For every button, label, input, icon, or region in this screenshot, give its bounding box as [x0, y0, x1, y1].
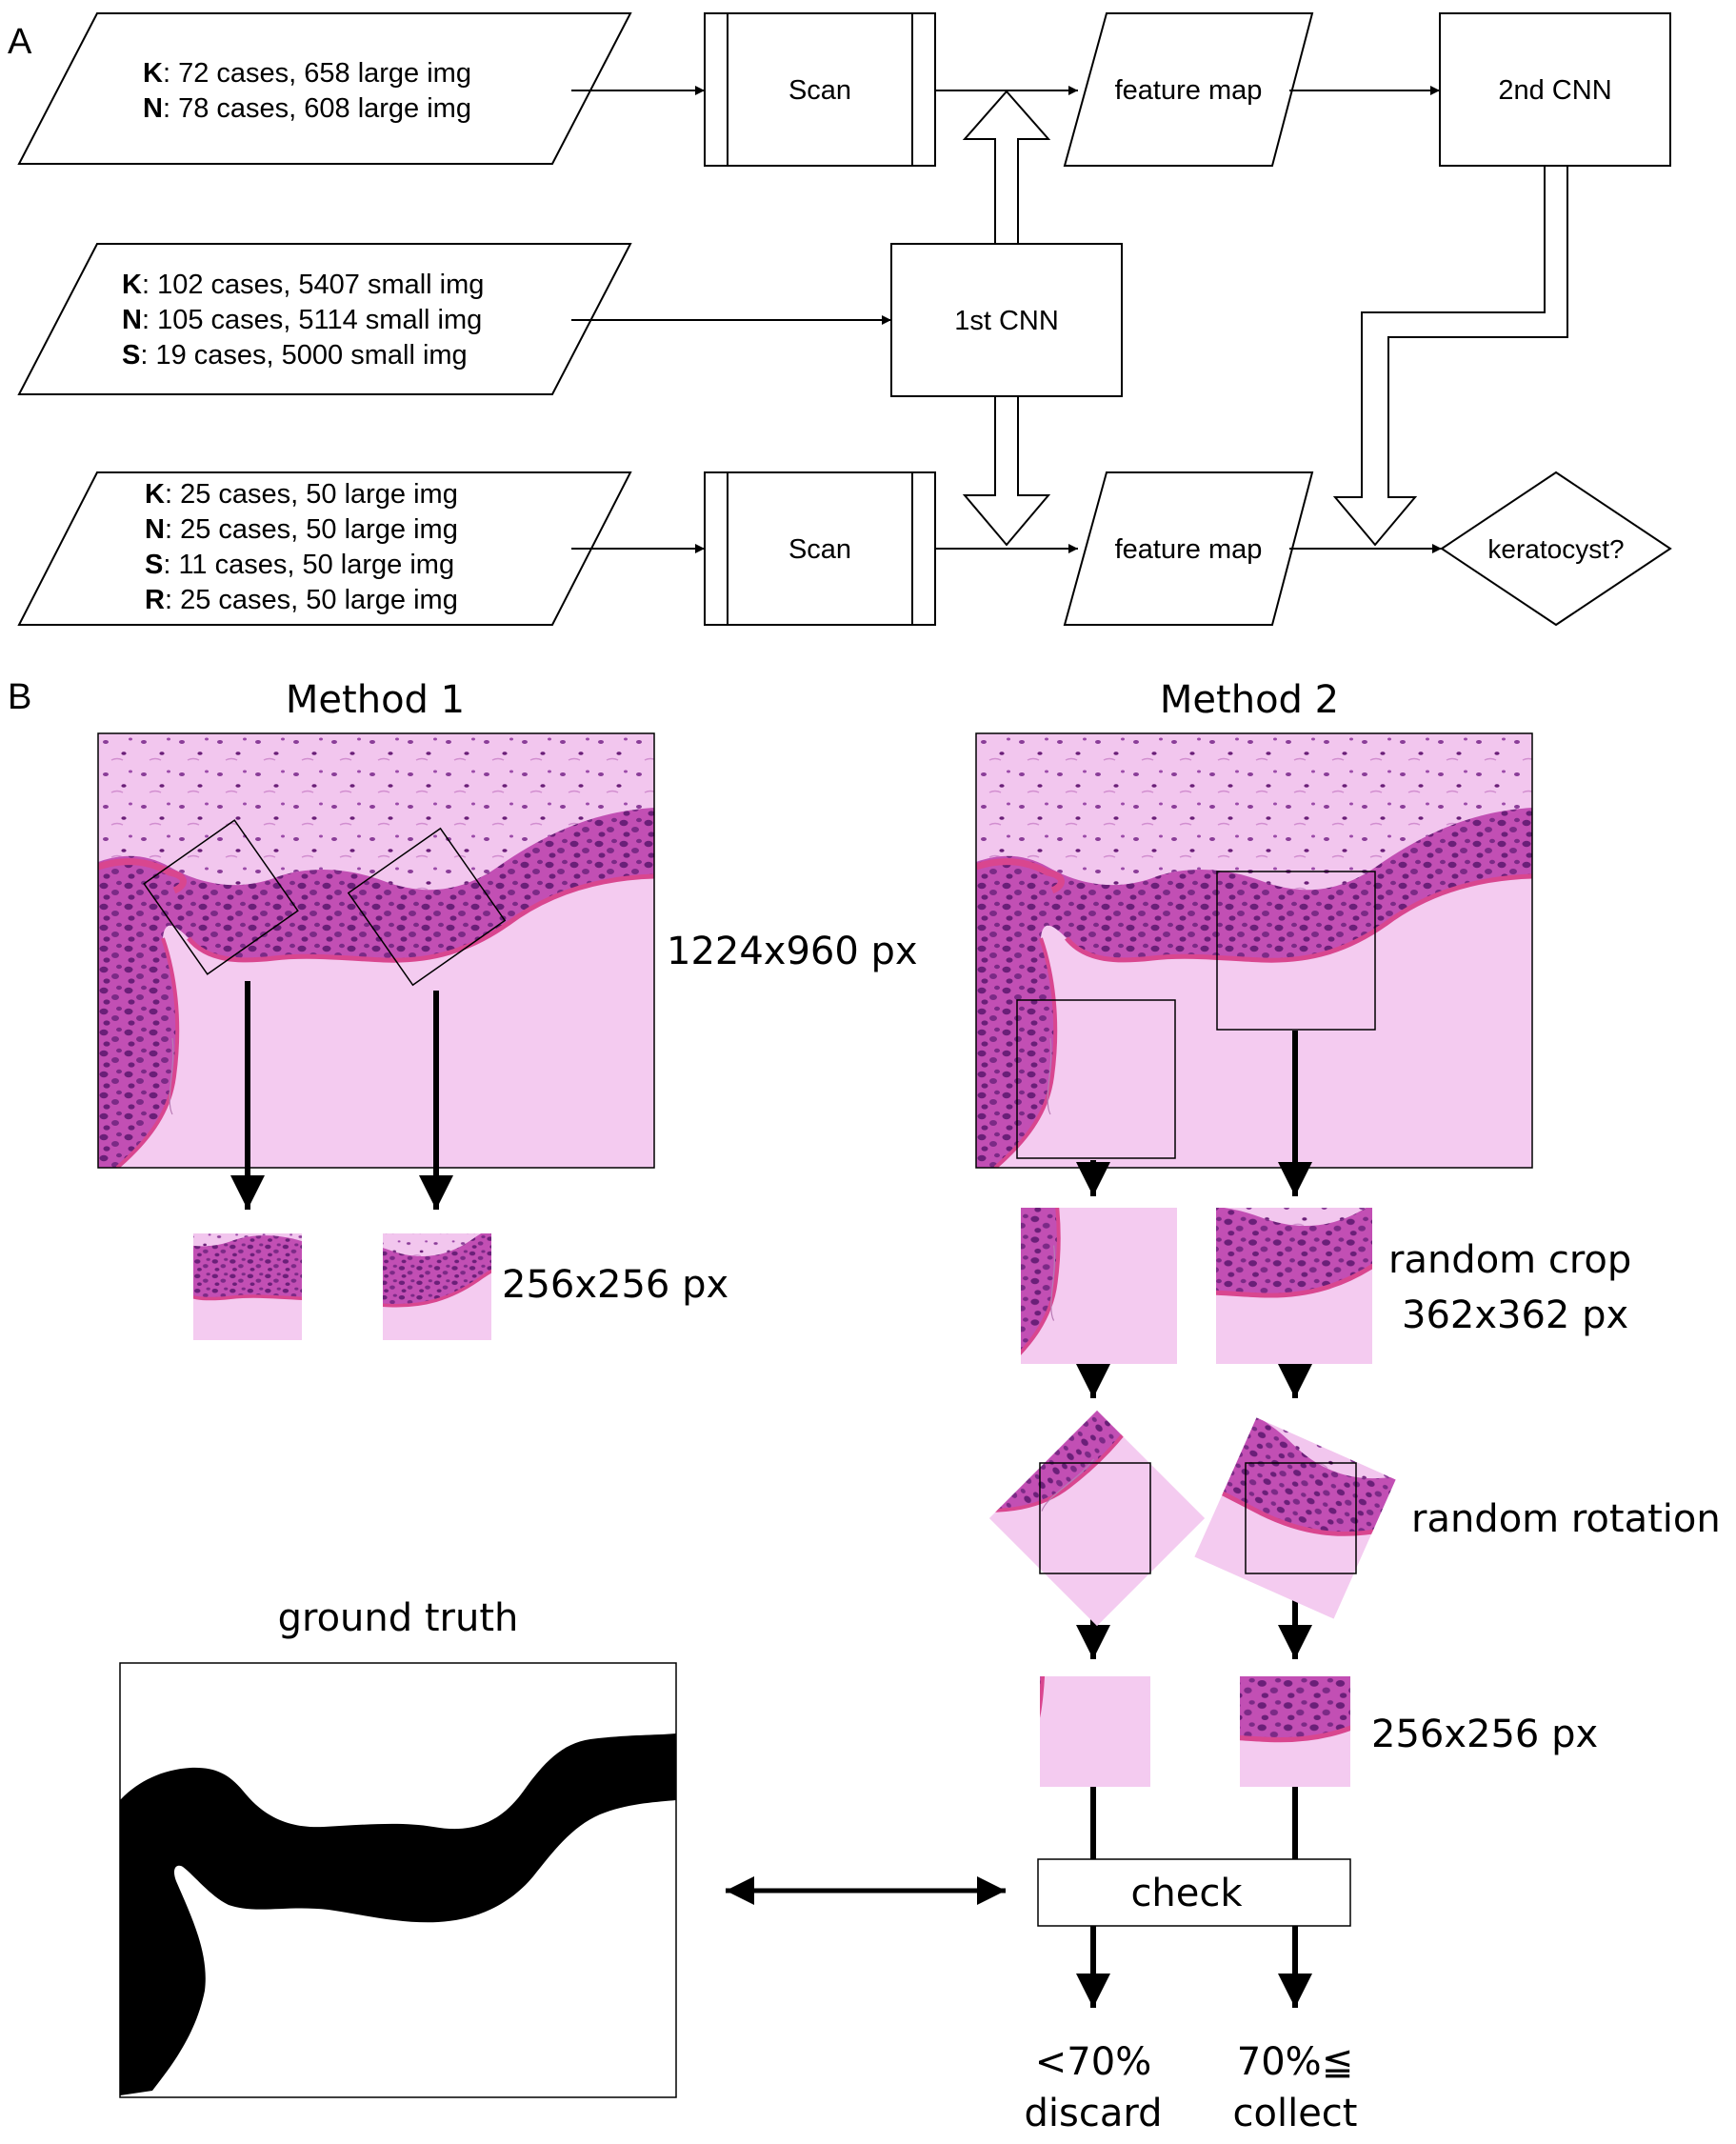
block-arrow-up: [962, 90, 1051, 245]
input-3-detail-3: : 11 cases, 50 large img: [163, 550, 454, 580]
small-size-label-m1: 256x256 px: [502, 1263, 728, 1307]
check-label: check: [1130, 1872, 1243, 1915]
cnn-2-box: [1439, 12, 1671, 167]
input-parallelogram-2: [17, 243, 632, 395]
rotation-inner-box-right: [1245, 1462, 1357, 1574]
method-2-histology-image: [975, 732, 1533, 1169]
input-3-detail-4: : 25 cases, 50 large img: [165, 585, 458, 615]
rotation-inner-box-left: [1039, 1462, 1151, 1574]
input-3-key-4: R: [145, 585, 165, 615]
input-1-key-1: K: [143, 58, 163, 89]
check-output-arrows: [1076, 1926, 1312, 2008]
scan-bottom-label: Scan: [788, 534, 851, 565]
method-2-crop-box-left: [1016, 999, 1176, 1159]
panel-a-label: A: [8, 22, 32, 62]
random-rotation-label: random rotation: [1411, 1497, 1721, 1541]
scan-box-bottom: Scan: [704, 471, 936, 626]
discard-label: discard: [1025, 2092, 1163, 2135]
method-2-title: Method 2: [1160, 678, 1339, 722]
input-2-key-1: K: [122, 270, 142, 300]
random-crop-label: random crop: [1388, 1238, 1631, 1282]
crop-size-label: 362x362 px: [1402, 1293, 1628, 1337]
method-1-patch-box-left: [143, 819, 299, 975]
cnn-1-box: [890, 243, 1123, 397]
collect-label: collect: [1233, 2092, 1358, 2135]
block-arrow-elbow: [1332, 165, 1568, 547]
scan-box-top: Scan: [704, 12, 936, 167]
method-2-arrows: [1076, 1031, 1312, 1659]
input-3-key-1: K: [145, 479, 165, 510]
ground-truth-mask: [119, 1662, 677, 2098]
block-arrow-down: [962, 395, 1051, 547]
input-2-key-3: S: [122, 340, 140, 371]
discard-threshold: <70%: [1035, 2040, 1151, 2084]
input-3-key-2: N: [145, 514, 165, 545]
feature-map-bottom-label: feature map: [1115, 534, 1263, 565]
decision-label: keratocyst?: [1487, 534, 1624, 564]
panel-b-label: B: [8, 677, 31, 717]
method-2-crop-box-right: [1216, 871, 1376, 1031]
input-2-detail-2: : 105 cases, 5114 small img: [142, 305, 482, 335]
method-1-histology-image: [97, 732, 655, 1169]
input-parallelogram-3: [17, 471, 632, 626]
input-3-key-3: S: [145, 550, 163, 580]
cnn-1-label: 1st CNN: [954, 306, 1059, 336]
method-1-arrows: [230, 981, 453, 1210]
input-2-key-2: N: [122, 305, 142, 335]
large-size-label: 1224x960 px: [667, 930, 918, 973]
decision-diamond: [1440, 471, 1672, 627]
feature-map-top: [1063, 12, 1314, 167]
method-1-title: Method 1: [286, 678, 465, 722]
ground-truth-title: ground truth: [278, 1596, 519, 1640]
input-3-detail-2: : 25 cases, 50 large img: [165, 514, 458, 545]
input-3-detail-1: : 25 cases, 50 large img: [165, 479, 458, 510]
input-2-detail-1: : 102 cases, 5407 small img: [142, 270, 484, 300]
feature-map-bottom: [1063, 471, 1314, 626]
check-box: [1037, 1858, 1351, 1927]
input-1-detail-2: : 78 cases, 608 large img: [163, 93, 471, 124]
method-1-patch-box-right: [347, 827, 507, 987]
input-1-detail-1: : 72 cases, 658 large img: [163, 58, 471, 89]
collect-threshold: 70%≦: [1237, 2040, 1353, 2084]
feature-map-top-label: feature map: [1115, 75, 1263, 106]
input-parallelogram-1: [17, 12, 632, 165]
check-input-lines: [1090, 1787, 1298, 1859]
scan-top-label: Scan: [788, 75, 851, 106]
small-size-label-m2: 256x256 px: [1371, 1713, 1598, 1756]
input-2-detail-3: : 19 cases, 5000 small img: [140, 340, 467, 371]
cnn-2-label: 2nd CNN: [1498, 75, 1611, 106]
input-1-key-2: N: [143, 93, 163, 124]
